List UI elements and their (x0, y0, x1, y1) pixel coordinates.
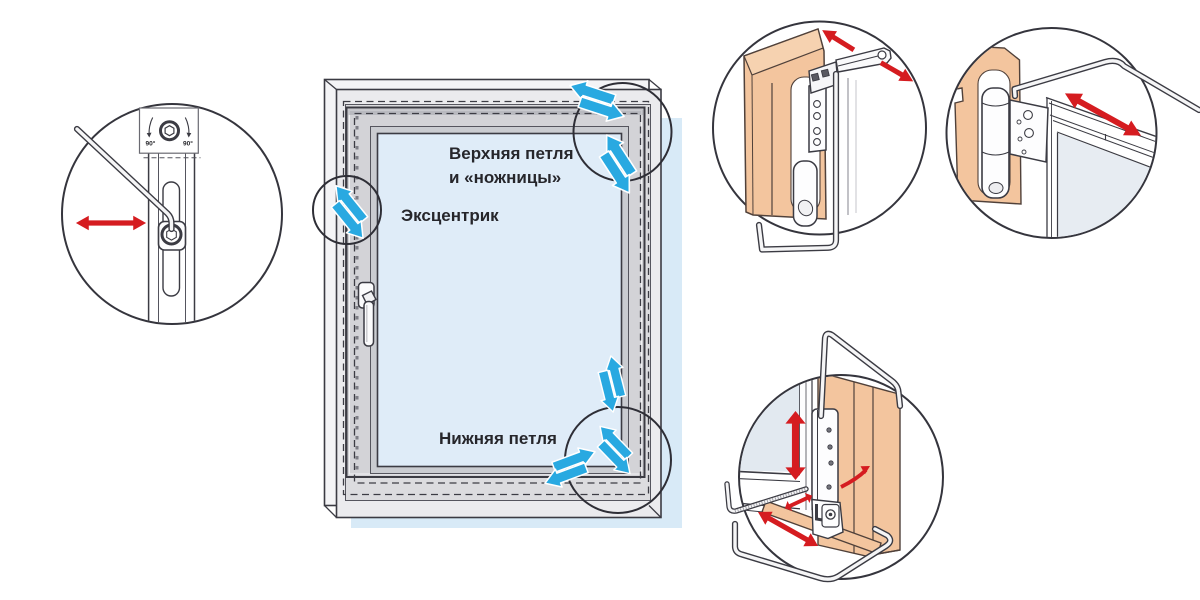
svg-text:Верхняя петля: Верхняя петля (449, 144, 574, 163)
svg-text:Нижняя петля: Нижняя петля (439, 429, 557, 448)
svg-text:90°: 90° (183, 140, 193, 148)
svg-text:90°: 90° (146, 140, 156, 148)
svg-text:Эксцентрик: Эксцентрик (401, 206, 499, 225)
svg-text:и «ножницы»: и «ножницы» (449, 168, 561, 187)
